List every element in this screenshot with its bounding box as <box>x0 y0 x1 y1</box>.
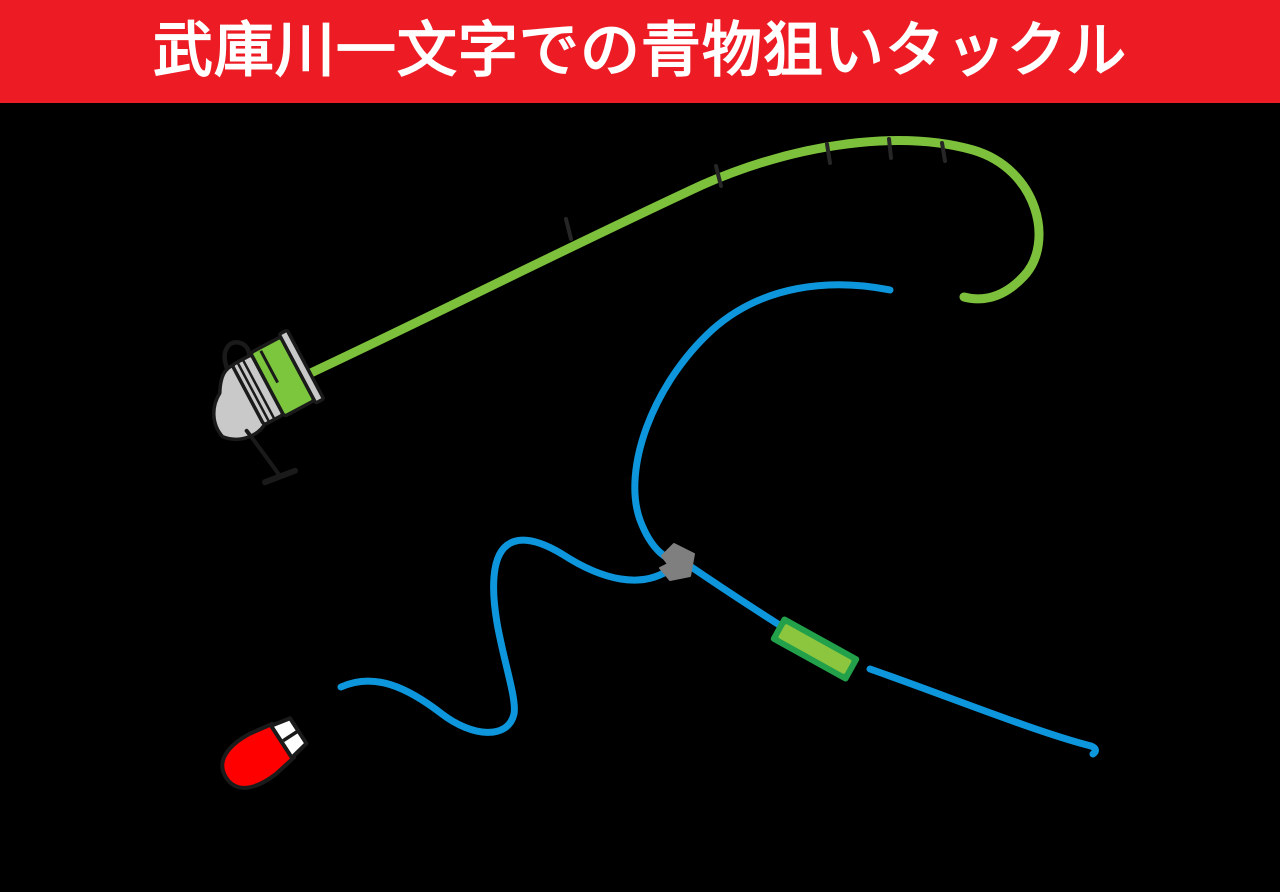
leader-line-path <box>680 558 796 637</box>
rod-guide-icon <box>564 217 573 241</box>
fishing-rod-group <box>295 136 1044 383</box>
rod-guide-icon <box>714 164 723 188</box>
rod-guide-icon <box>825 142 832 165</box>
slack-line-loop-path <box>337 536 676 736</box>
tackle-illustration-svg <box>212 136 1099 790</box>
swivel-body <box>659 543 695 581</box>
spinning-reel-group <box>212 328 325 486</box>
reel-foot <box>261 467 299 486</box>
tail-line-path <box>866 665 1095 750</box>
fishing-line-group <box>337 281 1099 758</box>
main-line-path <box>631 281 894 566</box>
swivel-connector-group <box>659 543 695 581</box>
metal-jig-lure-group <box>770 616 860 682</box>
rod-guides-group <box>564 137 947 241</box>
reel-spool-groove <box>259 350 279 384</box>
reel-body <box>212 363 268 442</box>
tail-line-hook <box>1087 742 1099 758</box>
rod-guide-icon <box>940 141 947 163</box>
title-banner: 武庫川一文字での青物狙いタックル <box>0 0 1280 103</box>
illustration-canvas <box>0 103 1280 892</box>
page-title: 武庫川一文字での青物狙いタックル <box>152 15 1128 86</box>
reel-stem <box>244 428 282 477</box>
float-tip-stripe <box>282 729 300 743</box>
reel-spool-rim <box>278 328 325 405</box>
rod-guide-icon <box>887 137 893 160</box>
reel-band-line <box>241 358 276 420</box>
rod-blank-path <box>295 136 1044 383</box>
lure-body <box>778 624 852 674</box>
reel-band-line <box>236 361 271 423</box>
red-float-group <box>220 716 309 790</box>
